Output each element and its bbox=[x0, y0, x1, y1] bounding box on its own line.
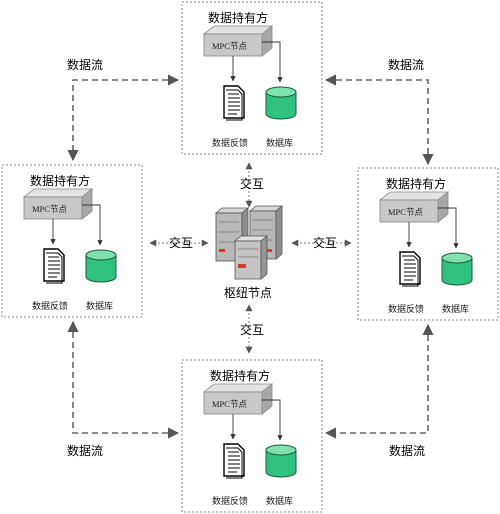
interaction-label-left: 交互 bbox=[169, 235, 193, 250]
interaction-label-right: 交互 bbox=[313, 235, 337, 250]
mpc-node-label: MPC节点 bbox=[32, 204, 67, 214]
holder-title: 数据持有方 bbox=[30, 173, 90, 188]
data-holder-right: 数据持有方 MPC节点 数据反馈 数据库 bbox=[358, 168, 498, 320]
feedback-label: 数据反馈 bbox=[212, 495, 248, 506]
feedback-label: 数据反馈 bbox=[388, 303, 424, 314]
holder-title: 数据持有方 bbox=[208, 10, 268, 25]
data-flow-bottom-right bbox=[324, 323, 434, 439]
data-holder-top: 数据持有方 MPC节点 数据反馈 数据库 bbox=[182, 2, 322, 154]
feedback-label: 数据反馈 bbox=[212, 137, 248, 148]
interaction-label-bottom: 交互 bbox=[240, 322, 264, 337]
data-flow-top-right bbox=[324, 74, 434, 166]
database-label: 数据库 bbox=[266, 495, 293, 506]
data-holder-left: 数据持有方 MPC节点 数据反馈 数据库 bbox=[2, 165, 142, 317]
hub-server-icon bbox=[214, 205, 284, 280]
mpc-node-label: MPC节点 bbox=[212, 399, 247, 409]
data-flow-top-left bbox=[67, 74, 180, 162]
hub-node-label: 枢纽节点 bbox=[224, 285, 272, 300]
holder-title: 数据持有方 bbox=[210, 368, 270, 383]
data-holder-bottom: 数据持有方 MPC节点 数据反馈 数据库 bbox=[182, 360, 322, 512]
interaction-label-top: 交互 bbox=[240, 176, 264, 191]
database-label: 数据库 bbox=[266, 137, 293, 148]
data-flow-bottom-left bbox=[67, 320, 180, 439]
data-flow-label-bottom-right: 数据流 bbox=[389, 443, 425, 458]
mpc-node-label: MPC节点 bbox=[212, 41, 247, 51]
database-label: 数据库 bbox=[86, 300, 113, 311]
data-flow-label-bottom-left: 数据流 bbox=[67, 443, 103, 458]
holder-title: 数据持有方 bbox=[386, 176, 446, 191]
mpc-node-label: MPC节点 bbox=[388, 207, 423, 217]
feedback-label: 数据反馈 bbox=[32, 300, 68, 311]
database-label: 数据库 bbox=[442, 303, 469, 314]
data-flow-label-top-left: 数据流 bbox=[67, 57, 103, 72]
data-flow-label-top-right: 数据流 bbox=[388, 57, 424, 72]
